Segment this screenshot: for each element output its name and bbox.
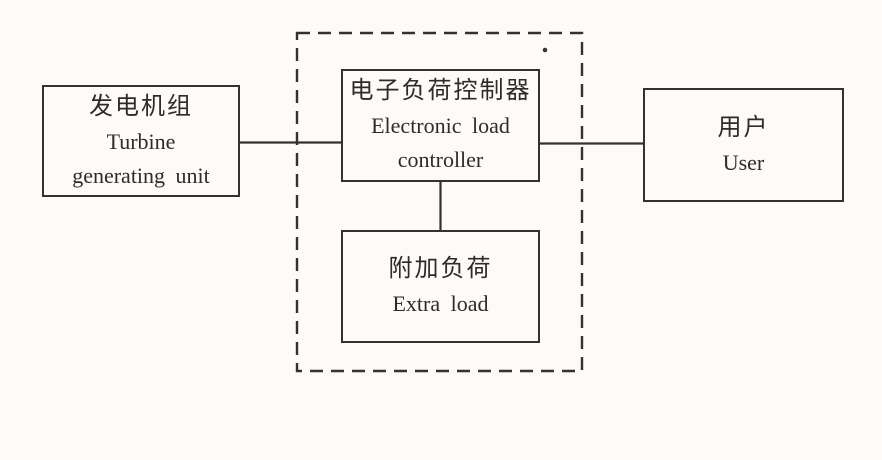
- box-user: 用户 User: [643, 88, 844, 202]
- box-extra-load-label-en: Extra load: [392, 291, 489, 316]
- box-user-label-zh: 用户: [717, 114, 770, 141]
- box-controller-label-en-line2: controller: [397, 147, 484, 172]
- box-controller-label-en-line1: Electronic load: [371, 113, 510, 138]
- box-turbine-label-zh: 发电机组: [89, 93, 193, 120]
- box-electronic-load-controller: 电子负荷控制器 Electronic load controller: [341, 69, 540, 182]
- box-extra-load: 附加负荷 Extra load: [341, 230, 540, 343]
- box-controller-label-zh: 电子负荷控制器: [349, 78, 532, 104]
- box-extra-load-label-zh: 附加负荷: [388, 256, 493, 282]
- box-user-label-en: User: [722, 149, 765, 175]
- box-turbine-label-en-line1: Turbine: [106, 128, 176, 154]
- box-turbine-generating-unit: 发电机组 Turbine generating unit: [42, 85, 240, 197]
- scan-speck: [542, 47, 548, 53]
- box-turbine-label-en-line2: generating unit: [72, 162, 210, 188]
